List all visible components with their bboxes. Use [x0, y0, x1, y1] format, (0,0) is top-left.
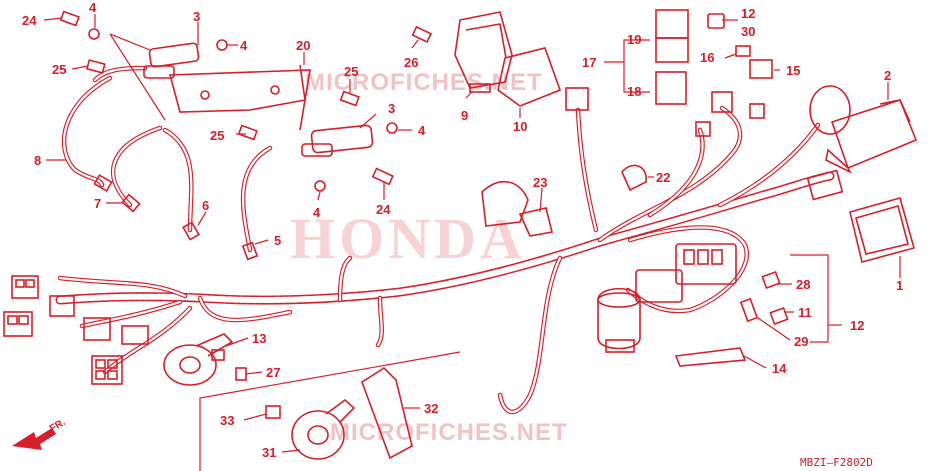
callout-9: 9 [461, 108, 468, 123]
callout-26: 26 [404, 55, 418, 70]
callout-28: 28 [796, 277, 810, 292]
watermark-site-bottom: MICROFICHES.NET [330, 419, 568, 446]
callout-25: 25 [344, 64, 358, 79]
callout-5: 5 [274, 233, 281, 248]
callout-4: 4 [418, 123, 426, 138]
fuse-label [674, 347, 747, 367]
drawing-code: MBZI—F2802D [800, 456, 873, 469]
right-connector [806, 169, 844, 201]
harness-protector [481, 180, 529, 227]
callout-29: 29 [794, 334, 808, 349]
horn-cover [361, 366, 413, 460]
harness-clamp-22 [621, 164, 647, 192]
callout-24: 24 [22, 13, 37, 28]
top-connector [565, 87, 589, 111]
watermark-brand: HONDA [290, 206, 526, 271]
starter-relay [597, 288, 641, 353]
callout-20: 20 [296, 38, 310, 53]
callout-4: 4 [89, 0, 97, 15]
callout-2: 2 [884, 68, 891, 83]
callout-16: 16 [700, 50, 714, 65]
left-connectors [3, 275, 149, 385]
callout-3: 3 [388, 101, 395, 116]
regulator [454, 11, 513, 93]
callout-10: 10 [513, 119, 527, 134]
callout-8: 8 [34, 153, 41, 168]
callout-23: 23 [533, 175, 547, 190]
ignition-coil-upper [143, 42, 200, 79]
callout-4: 4 [240, 38, 248, 53]
ignition-coil-lower [301, 124, 374, 157]
fuse-box [635, 243, 737, 303]
callout-3: 3 [193, 9, 200, 24]
callout-18: 18 [627, 84, 641, 99]
callout-19: 19 [627, 32, 641, 47]
fasteners [59, 10, 433, 192]
main-harness [55, 105, 835, 415]
callouts: 24 4 3 4 25 20 25 26 9 10 19 17 18 12 30… [22, 0, 903, 460]
horn-lower [265, 398, 356, 460]
callout-6: 6 [202, 198, 209, 213]
callout-11: 11 [798, 305, 812, 320]
callout-15: 15 [786, 63, 800, 78]
callout-32: 32 [424, 401, 438, 416]
front-arrow-label: FR. [48, 417, 68, 435]
callout-31: 31 [262, 445, 276, 460]
callout-13: 13 [252, 331, 266, 346]
callout-22: 22 [656, 170, 670, 185]
callout-14: 14 [772, 361, 787, 376]
callout-25: 25 [210, 128, 224, 143]
front-arrow-icon: FR. [12, 417, 68, 450]
regulator-gasket [497, 47, 562, 107]
callout-17: 17 [582, 55, 596, 70]
leader-lines [43, 14, 901, 453]
callout-12: 12 [850, 318, 864, 333]
relays [655, 9, 773, 137]
horn-upper [163, 333, 234, 386]
control-unit-cover [849, 197, 915, 263]
callout-1: 1 [896, 278, 903, 293]
harness-grommet [809, 85, 851, 135]
callout-7: 7 [94, 196, 101, 211]
callout-24: 24 [376, 202, 391, 217]
callout-12: 12 [741, 6, 755, 21]
callout-30: 30 [741, 24, 755, 39]
harness-clamp-23 [518, 207, 553, 237]
callout-33: 33 [220, 413, 234, 428]
detail-frame [199, 351, 461, 471]
control-unit [825, 99, 918, 174]
callout-25: 25 [52, 62, 66, 77]
fuses [739, 270, 789, 326]
callout-27: 27 [266, 365, 280, 380]
plug-wires [61, 65, 273, 261]
coil-bracket [168, 64, 311, 131]
callout-4: 4 [313, 205, 321, 220]
bolt-27 [235, 367, 247, 381]
